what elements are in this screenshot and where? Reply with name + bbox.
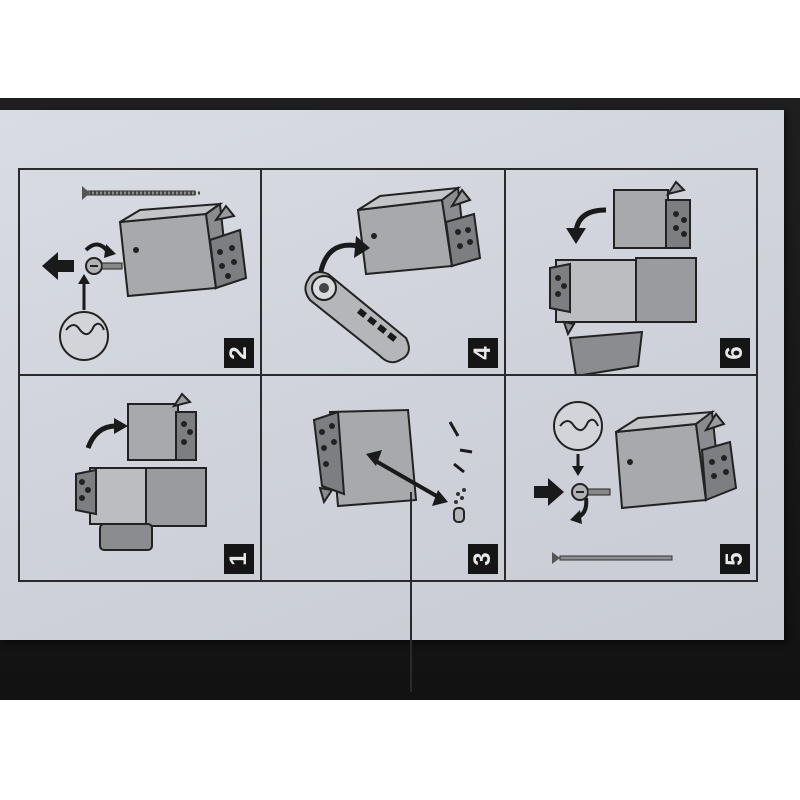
panel-step-5: 5 — [504, 374, 758, 582]
coin-icon — [553, 401, 603, 451]
lighter-insert-icon — [613, 180, 691, 249]
screw-icon — [85, 257, 123, 275]
lighter-insert-icon — [127, 392, 197, 461]
lighter-case-icon — [549, 257, 697, 374]
arrow-icon — [317, 236, 370, 277]
panel-step-1: 1 — [18, 374, 262, 582]
panel-step-2: 2 — [18, 168, 262, 376]
panel-step-4: 4 — [260, 168, 506, 376]
panel-step-6: 6 — [504, 168, 758, 376]
lighter-insert-icon — [312, 408, 418, 508]
panel-step-3: 3 — [260, 374, 506, 582]
step-number: 6 — [720, 338, 750, 368]
arrow-icon — [366, 450, 448, 506]
lighter-case-icon — [75, 467, 207, 551]
spring-icon — [552, 552, 673, 564]
arrow-icon — [534, 454, 589, 524]
fluid-can-icon — [304, 271, 410, 364]
lighter-insert-icon — [118, 202, 248, 298]
lighter-insert-icon — [356, 186, 482, 276]
lighter-insert-icon — [614, 410, 738, 510]
instruction-card: 2 — [0, 110, 784, 692]
coin-icon — [59, 311, 109, 361]
step-number: 4 — [468, 338, 498, 368]
screw-icon — [571, 483, 611, 501]
spring-icon — [82, 186, 200, 200]
arrow-icon — [42, 242, 116, 310]
step-number: 5 — [720, 544, 750, 574]
panel-divider — [410, 492, 412, 692]
step-number: 1 — [224, 544, 254, 574]
flint-icon — [448, 421, 473, 523]
step-number: 2 — [224, 338, 254, 368]
